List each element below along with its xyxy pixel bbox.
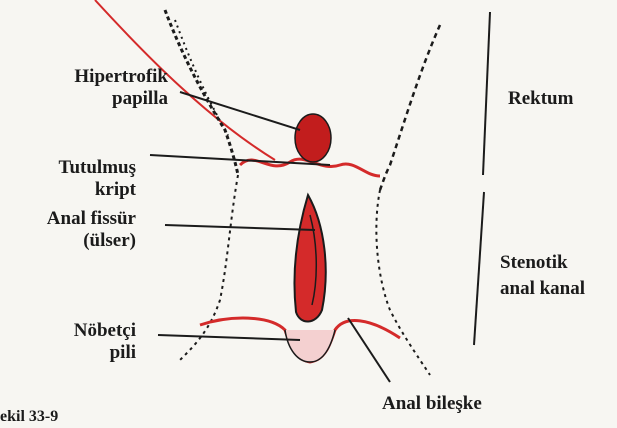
label-anal-verge: Anal bileşke [382, 393, 482, 415]
label-involved-crypt-line2: kript [18, 179, 136, 201]
label-stenotic-canal-line2: anal kanal [500, 278, 585, 300]
bracket-rectum [483, 12, 490, 175]
hypertrophic-papilla-shape [295, 114, 331, 162]
rectum-right-wall [380, 25, 440, 190]
anal-fissure-shape [295, 195, 326, 322]
leader-hypertrophic-papilla [180, 92, 300, 130]
leader-anal-fissure [165, 225, 315, 230]
label-anal-fissure: Anal fissür (ülser) [18, 208, 136, 252]
label-hypertrophic-papilla-line1: Hipertrofik [18, 66, 168, 88]
leader-sentinel-pile [158, 335, 300, 340]
label-sentinel-pile: Nöbetçi pili [18, 320, 136, 364]
canal-right-wall [376, 190, 430, 375]
label-involved-crypt-line1: Tutulmuş [18, 157, 136, 179]
label-stenotic-canal: Stenotik anal kanal [500, 252, 585, 300]
label-sentinel-pile-line1: Nöbetçi [18, 320, 136, 342]
label-stenotic-canal-line1: Stenotik [500, 252, 585, 274]
rectum-left-wall [165, 10, 238, 175]
label-sentinel-pile-line2: pili [18, 342, 136, 364]
label-hypertrophic-papilla-line2: papilla [18, 88, 168, 110]
canal-left-wall [180, 175, 238, 360]
rectum-left-wall-hatch [175, 20, 228, 135]
label-rectum: Rektum [508, 88, 573, 110]
sentinel-pile-shape [285, 330, 335, 362]
label-anal-fissure-line1: Anal fissür [18, 208, 136, 230]
label-involved-crypt: Tutulmuş kript [18, 157, 136, 201]
bracket-stenotic-canal [474, 192, 484, 345]
label-anal-fissure-line2: (ülser) [18, 230, 136, 252]
label-hypertrophic-papilla: Hipertrofik papilla [18, 66, 168, 110]
